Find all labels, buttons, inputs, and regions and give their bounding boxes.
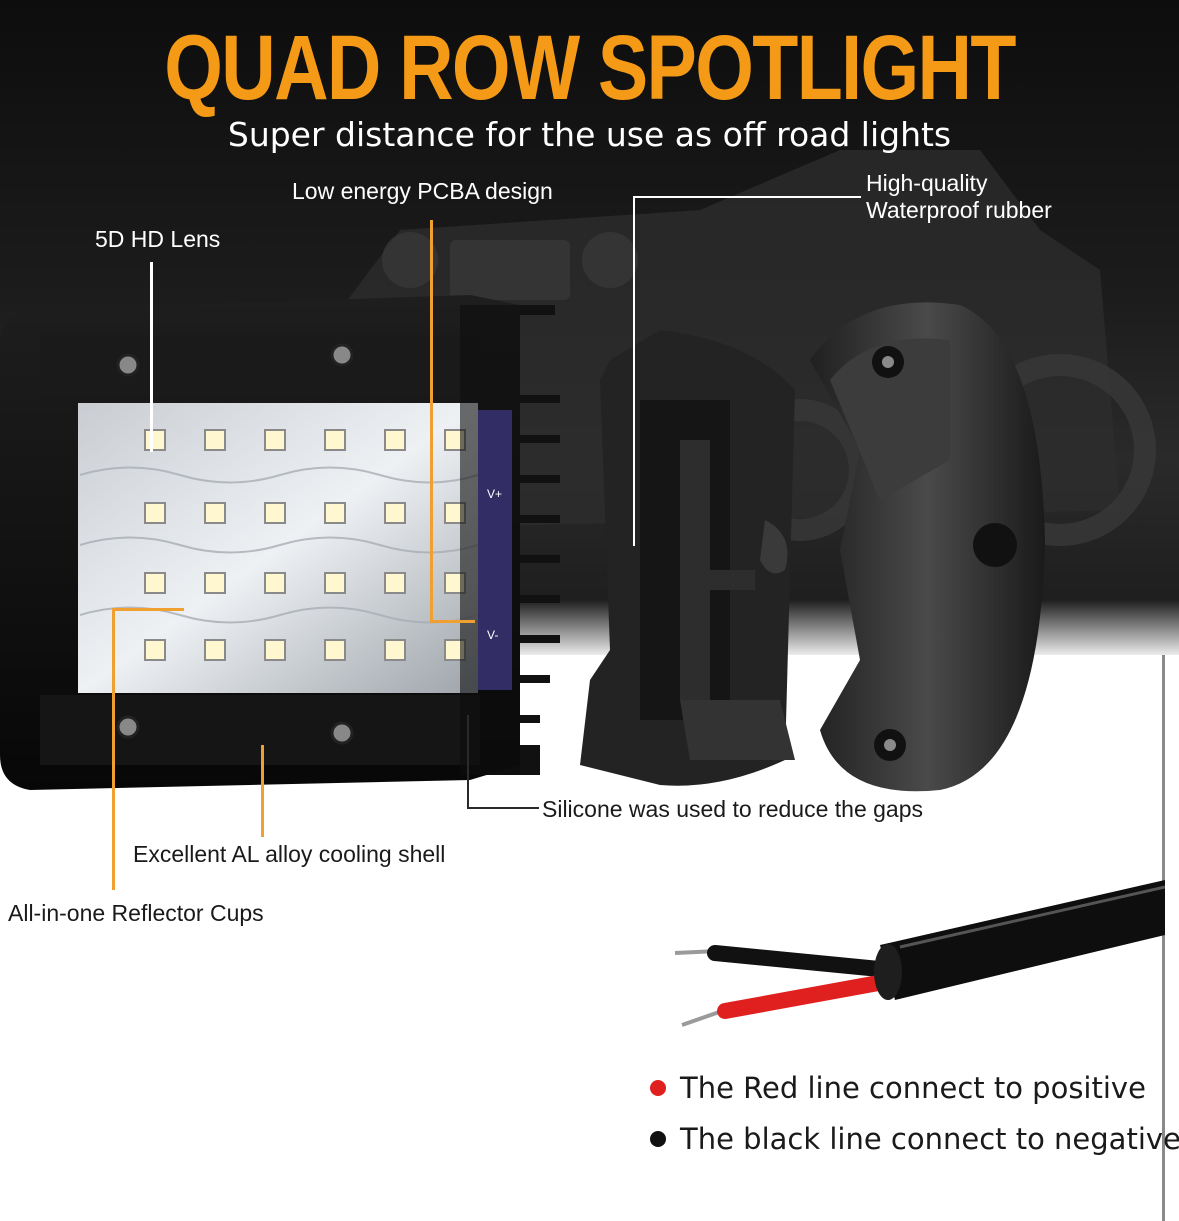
callout-lens-label: 5D HD Lens	[95, 226, 221, 252]
callout-pcba-label: Low energy PCBA design	[292, 178, 553, 204]
callout-shell-label: Excellent AL alloy cooling shell	[133, 841, 446, 867]
wiring-note-positive: The Red line connect to positive	[650, 1071, 1146, 1105]
wiring-note-positive-text: The Red line connect to positive	[680, 1071, 1146, 1105]
wiring-note-negative: The black line connect to negative	[650, 1122, 1179, 1156]
callout-rubber-label-line2: Waterproof rubber	[866, 197, 1052, 223]
callout-pcba-line-vertical	[430, 220, 433, 622]
callout-reflector-line-vertical	[112, 608, 115, 890]
callout-lens-line	[150, 262, 153, 452]
callout-reflector-line-horizontal	[112, 608, 184, 611]
callout-silicone-line-horizontal	[467, 807, 539, 809]
page-subtitle: Super distance for the use as off road l…	[227, 115, 952, 154]
callout-rubber-label-line1: High-quality	[866, 170, 988, 196]
callout-pcba-line-horizontal	[430, 620, 475, 623]
wiring-note-negative-text: The black line connect to negative	[680, 1122, 1179, 1156]
mount-cap-image	[810, 302, 1045, 792]
rubber-gasket-image	[580, 330, 795, 786]
callout-rubber-line-horizontal	[633, 196, 861, 198]
power-cable-image	[674, 880, 1165, 1027]
callout-shell-line	[261, 745, 264, 837]
black-dot-icon	[650, 1131, 666, 1147]
red-dot-icon	[650, 1080, 666, 1096]
pcb-label-vplus: V+	[487, 487, 503, 501]
callout-silicone-label: Silicone was used to reduce the gaps	[542, 796, 924, 822]
page-title: QUAD ROW SPOTLIGHT	[164, 17, 1016, 119]
callout-rubber-line-vertical	[633, 196, 635, 546]
callout-silicone-line-vertical	[467, 715, 469, 809]
right-edge-rule	[1162, 655, 1165, 1221]
pcb-label-vminus: V-	[487, 628, 499, 642]
callout-reflector-label: All-in-one Reflector Cups	[8, 900, 264, 926]
light-bar-image	[0, 295, 560, 790]
